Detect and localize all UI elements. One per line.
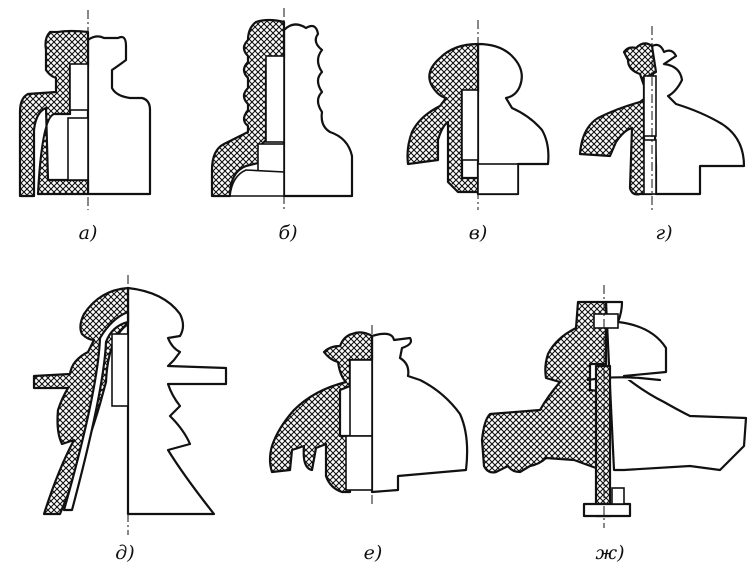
figure-a-caption: а) (78, 222, 98, 244)
figure-b-insulator (210, 8, 354, 210)
figure-e-caption: д) (115, 542, 135, 564)
figure-d-caption: г) (655, 222, 673, 244)
figure-f-insulator (268, 325, 469, 505)
figure-g-caption: ж) (595, 542, 625, 564)
figure-f-caption: е) (363, 542, 383, 564)
figure-a-insulator (18, 10, 152, 210)
figure-d-insulator (578, 26, 746, 210)
figure-b-caption: б) (278, 222, 298, 244)
figure-g-insulator (480, 285, 748, 528)
figure-c-caption: в) (468, 222, 488, 244)
figure-e-insulator (32, 275, 228, 535)
figure-c-insulator (406, 20, 550, 210)
